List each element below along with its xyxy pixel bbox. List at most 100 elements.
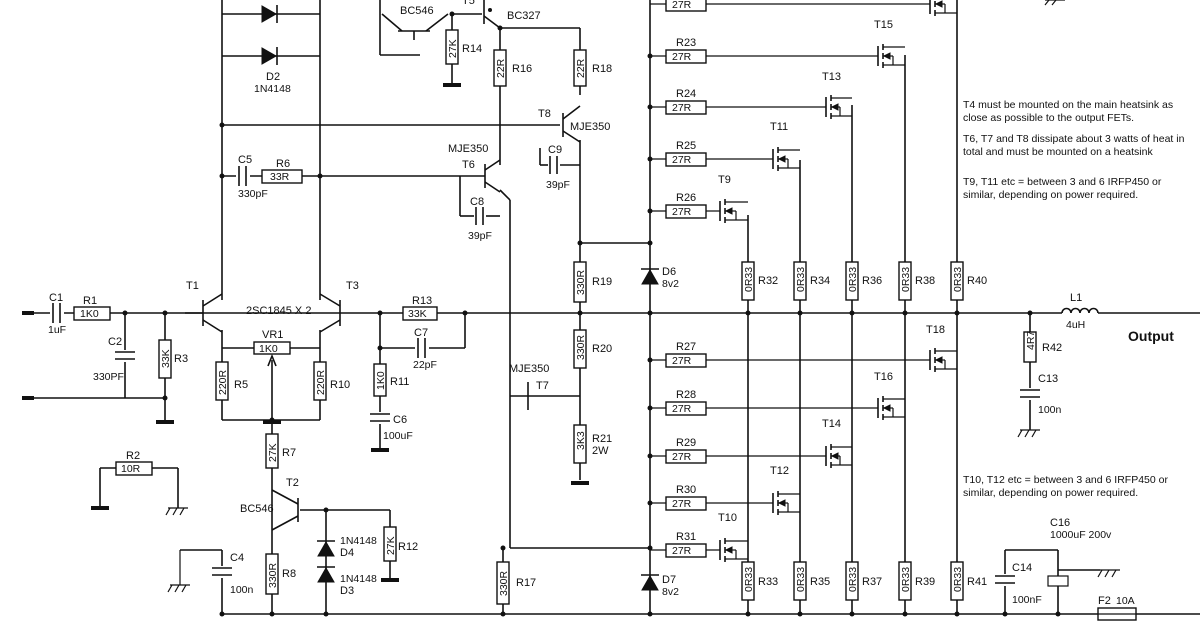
note-driver-heatsink: T6, T7 and T8 dissipate about 3 watts of…	[963, 133, 1185, 158]
r2-label: R2	[126, 450, 140, 462]
d6-value: 8v2	[662, 278, 679, 290]
r16-label: R16	[512, 63, 532, 75]
c4-value: 100n	[230, 584, 254, 596]
resistor-r22	[665, 0, 707, 12]
note-t4-mounting: T4 must be mounted on the main heatsink …	[963, 99, 1174, 124]
f2-label: F2	[1098, 595, 1111, 607]
resistor-r2	[115, 461, 153, 476]
r13-label: R13	[412, 295, 432, 307]
c9-label: C9	[548, 144, 562, 156]
mosfet-t17	[929, 0, 957, 16]
resistor-r19	[573, 261, 587, 303]
r23-label: R23	[676, 37, 696, 49]
capacitor-c5: C5 330pF	[236, 154, 268, 200]
r14-value: 27K	[447, 39, 459, 58]
capacitor-c1: C1 1uF	[48, 292, 66, 336]
resistor-r34	[793, 261, 807, 301]
r14-label: R14	[462, 43, 482, 55]
mosfets	[719, 0, 957, 562]
resistor-r25	[665, 152, 707, 167]
c7-label: C7	[414, 327, 428, 339]
t14-label: T14	[822, 418, 841, 430]
r24-label: R24	[676, 88, 696, 100]
mosfet-t15	[877, 44, 905, 68]
r31-label: R31	[676, 531, 696, 543]
diode-d4: 1N4148 D4	[317, 535, 377, 559]
r20-label: R20	[592, 343, 612, 355]
transistor-t1: T1	[185, 280, 223, 333]
r37-value: 0R33	[847, 567, 859, 592]
d6-label: D6	[662, 266, 676, 278]
capacitor-c16: C16 1000uF 200v	[1047, 517, 1112, 587]
resistors	[73, 0, 1037, 605]
r25-value: 27R	[672, 154, 692, 166]
r5-label: R5	[234, 379, 248, 391]
r36-value: 0R33	[847, 267, 859, 292]
c14-label: C14	[1012, 562, 1032, 574]
r35-label: R35	[810, 576, 830, 588]
t15-label: T15	[874, 19, 893, 31]
r28-label: R28	[676, 389, 696, 401]
diode-d6: D6 8v2	[641, 266, 679, 290]
t8-value: MJE350	[570, 121, 610, 133]
r34-label: R34	[810, 275, 830, 287]
t5b-value: BC327	[507, 10, 541, 22]
note-lower-fets: T10, T12 etc = between 3 and 6 IRFP450 o…	[963, 474, 1168, 499]
resistor-r1	[73, 306, 111, 321]
resistor-r28	[665, 401, 707, 416]
resistor-r41	[950, 561, 964, 601]
horizontal-resistor-labels: 33R R6 1K0 R1 33K R13 10R R2 1K0 VR1 27R…	[80, 0, 696, 557]
t18-label: T18	[926, 324, 945, 336]
c14-value: 100nF	[1012, 594, 1042, 606]
inductor-l1: L1 4uH	[1061, 292, 1099, 331]
c16-value: 1000uF 200v	[1050, 529, 1112, 541]
resistor-r13	[402, 306, 438, 321]
r40-value: 0R33	[952, 267, 964, 292]
r42-label: R42	[1042, 342, 1062, 354]
r22-value: 27R	[672, 0, 692, 11]
r21-label: R21	[592, 433, 612, 445]
resistor-r42	[1023, 331, 1037, 363]
mosfet-labels: T9 T11 T13 T15 T18 T16 T14 T12 T10	[718, 19, 945, 524]
r27-label: R27	[676, 341, 696, 353]
c13-label: C13	[1038, 373, 1058, 385]
r6-label: R6	[276, 158, 290, 170]
resistor-r40	[950, 261, 964, 301]
r21-value: 3K3	[575, 431, 587, 450]
r26-label: R26	[676, 192, 696, 204]
note-upper-fets: T9, T11 etc = between 3 and 6 IRFP450 or…	[963, 176, 1162, 201]
r7-label: R7	[282, 447, 296, 459]
resistor-r18	[573, 49, 587, 87]
d4-value: 1N4148	[340, 535, 377, 547]
r30-label: R30	[676, 484, 696, 496]
c8-label: C8	[470, 196, 484, 208]
resistor-r14	[445, 29, 459, 65]
c8-value: 39pF	[468, 230, 492, 242]
mosfet-t13	[825, 95, 852, 119]
c2-label: C2	[108, 336, 122, 348]
r38-value: 0R33	[900, 267, 912, 292]
vr1-wiper	[267, 353, 277, 367]
t8-label: T8	[538, 108, 551, 120]
transistor-t5: BC546	[381, 5, 449, 40]
r37-label: R37	[862, 576, 882, 588]
r27-value: 27R	[672, 355, 692, 367]
r19-label: R19	[592, 276, 612, 288]
mosfet-t11	[772, 147, 800, 171]
t2-value: BC546	[240, 503, 274, 515]
r26-value: 27R	[672, 206, 692, 218]
r41-label: R41	[967, 576, 987, 588]
r39-value: 0R33	[900, 567, 912, 592]
d4-label: D4	[340, 547, 354, 559]
t1-label: T1	[186, 280, 199, 292]
r24-value: 27R	[672, 102, 692, 114]
capacitor-c2: C2 330PF	[93, 336, 135, 383]
resistor-r29	[665, 449, 707, 464]
c16-label: C16	[1050, 517, 1070, 529]
r11-value: 1K0	[375, 371, 387, 390]
transistor-t7: MJE350 T7	[509, 363, 580, 410]
r34-value: 0R33	[795, 267, 807, 292]
c4-label: C4	[230, 552, 244, 564]
r29-label: R29	[676, 437, 696, 449]
